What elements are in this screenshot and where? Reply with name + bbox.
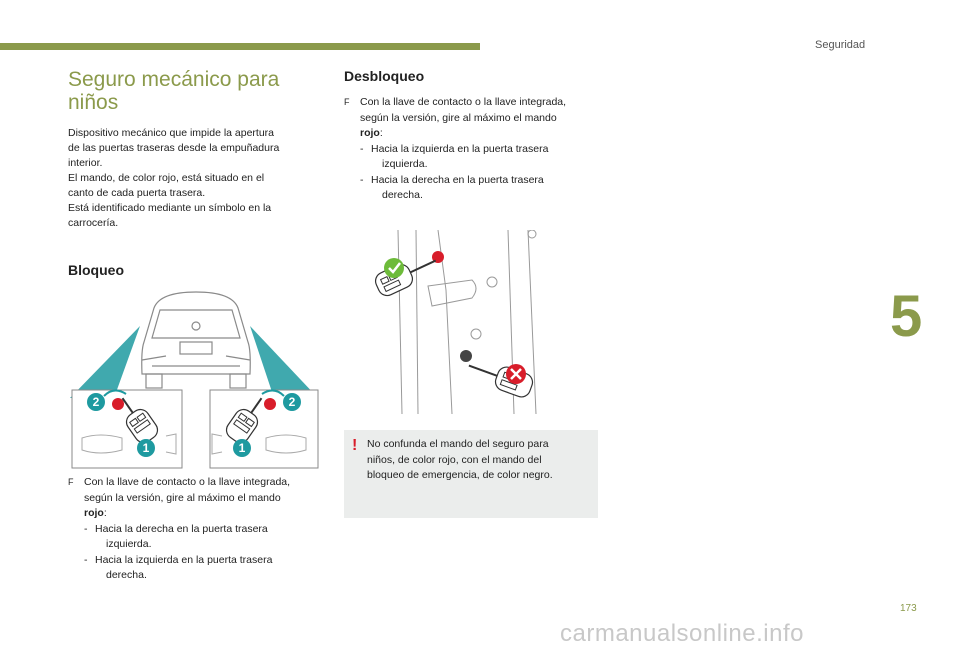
desbloqueo-instructions: F Con la llave de contacto o la llave in… xyxy=(344,95,600,204)
badge-2 xyxy=(283,393,301,411)
sub-line: derecha. xyxy=(382,189,423,201)
child-lock-knob xyxy=(112,398,124,410)
sub-dash: - xyxy=(360,142,364,155)
callout-wedge-right xyxy=(250,326,318,398)
watermark: carmanualsonline.info xyxy=(560,620,804,647)
sub-dash: - xyxy=(360,173,364,186)
bullet-line: Con la llave de contacto o la llave inte… xyxy=(360,96,567,108)
intro-line: interior. xyxy=(68,157,103,169)
child-lock-knob xyxy=(264,398,276,410)
key-icon xyxy=(121,397,159,444)
section-label: Seguridad xyxy=(815,39,866,51)
warning-line: No confunda el mando del seguro para xyxy=(367,438,549,450)
intro-line: carrocería. xyxy=(68,217,119,229)
bullet-mark: F xyxy=(68,477,74,487)
sub-line: Hacia la izquierda en la puerta trasera xyxy=(371,142,549,155)
sub-item: - Hacia la izquierda en la puerta traser… xyxy=(68,553,328,584)
sub-line: Hacia la derecha en la puerta trasera xyxy=(95,522,268,535)
emergency-lock-knob xyxy=(460,350,472,362)
badge-1 xyxy=(233,439,251,457)
bloqueo-instructions: F Con la llave de contacto o la llave in… xyxy=(68,475,328,584)
key-icon xyxy=(374,259,437,297)
badge-1-label: 1 xyxy=(239,441,246,455)
warning-line: bloqueo de emergencia, de color negro. xyxy=(367,469,553,481)
heading-bloqueo: Bloqueo xyxy=(68,262,124,278)
sub-item: - Hacia la derecha en la puerta trasera … xyxy=(68,522,328,553)
car-rear-illustration xyxy=(141,291,251,389)
bullet-mark: F xyxy=(344,97,350,107)
callout-wedge-left xyxy=(70,326,140,398)
sub-line: izquierda. xyxy=(106,538,152,550)
warning-note xyxy=(344,430,598,518)
warning-text: No confunda el mando del seguro para niñ… xyxy=(367,437,589,484)
bullet-item: F Con la llave de contacto o la llave in… xyxy=(68,475,328,522)
sub-item: - Hacia la derecha en la puerta trasera … xyxy=(344,173,600,204)
badge-2-label: 2 xyxy=(289,395,296,409)
key-icon xyxy=(225,397,263,444)
bullet-line: Con la llave de contacto o la llave inte… xyxy=(84,476,291,488)
badge-2-label: 2 xyxy=(93,395,100,409)
sub-line: derecha. xyxy=(106,569,147,581)
chapter-number: 5 xyxy=(890,284,923,349)
sub-line: Hacia la derecha en la puerta trasera xyxy=(371,173,544,186)
intro-line: de las puertas traseras desde la empuñad… xyxy=(68,142,280,154)
warning-icon: ! xyxy=(352,437,358,454)
page-title: Seguro mecánico para niños xyxy=(68,68,280,114)
intro-paragraph: Dispositivo mecánico que impide la apert… xyxy=(68,126,318,231)
bullet-colon: : xyxy=(379,127,383,139)
sub-line: izquierda. xyxy=(382,158,428,170)
page-number: 173 xyxy=(900,603,917,614)
bullet-line: según la versión, gire al máximo el mand… xyxy=(360,111,557,124)
bullet-line: según la versión, gire al máximo el mand… xyxy=(84,491,281,504)
door-panel-right: 2 1 xyxy=(209,389,319,469)
sub-line: Hacia la izquierda en la puerta trasera xyxy=(95,553,273,566)
intro-line: Dispositivo mecánico que impide la apert… xyxy=(68,127,275,139)
badge-1 xyxy=(137,439,155,457)
badge-2 xyxy=(87,393,105,411)
bloqueo-illustration: 2 1 2 1 xyxy=(70,291,319,469)
heading-desbloqueo: Desbloqueo xyxy=(344,68,425,84)
sub-dash: - xyxy=(84,522,88,535)
door-panel-left: 2 1 xyxy=(71,389,183,469)
desbloqueo-illustration xyxy=(374,230,537,414)
warning-line: niños, de color rojo, con el mando del xyxy=(367,453,542,466)
header-accent-bar xyxy=(0,43,480,50)
bullet-item: F Con la llave de contacto o la llave in… xyxy=(344,95,600,142)
bullet-bold-word: rojo xyxy=(360,127,380,139)
sub-dash: - xyxy=(84,553,88,566)
badge-1-label: 1 xyxy=(143,441,150,455)
intro-line: Está identificado mediante un símbolo en… xyxy=(68,202,272,214)
bullet-colon: : xyxy=(103,507,107,519)
check-icon xyxy=(384,258,404,278)
intro-line: El mando, de color rojo, está situado en… xyxy=(68,172,265,184)
sub-item: - Hacia la izquierda en la puerta traser… xyxy=(344,142,600,173)
bullet-bold-word: rojo xyxy=(84,507,104,519)
intro-line: canto de cada puerta trasera. xyxy=(68,187,206,199)
